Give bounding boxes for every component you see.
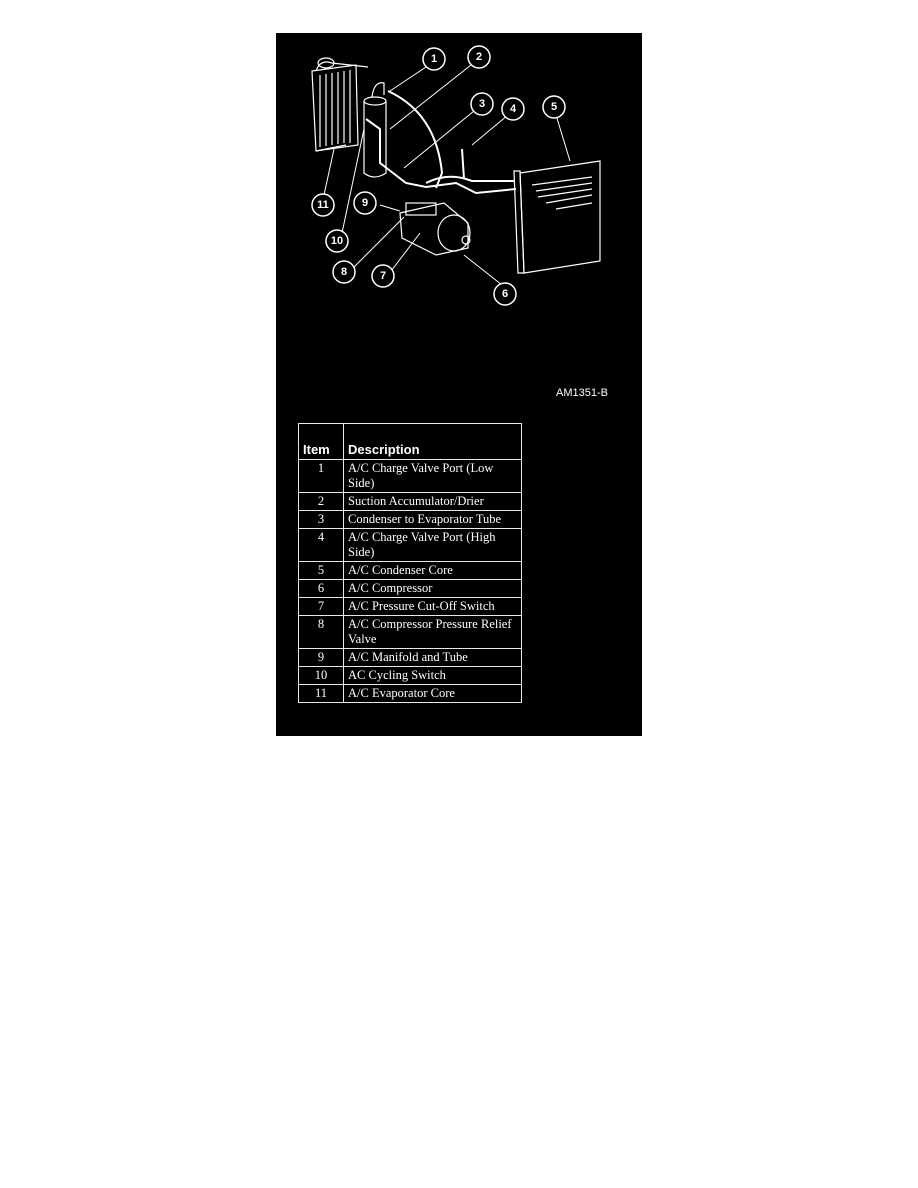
item-description: A/C Evaporator Core <box>343 684 522 703</box>
item-number: 1 <box>298 459 344 493</box>
svg-text:2: 2 <box>476 51 482 63</box>
callout-8: 8 <box>332 260 356 284</box>
table-header-row: Item Description <box>298 423 522 460</box>
callout-10: 10 <box>325 229 349 253</box>
item-number: 3 <box>298 510 344 529</box>
item-number: 9 <box>298 648 344 667</box>
header-item: Item <box>298 423 344 460</box>
item-description: A/C Manifold and Tube <box>343 648 522 667</box>
svg-text:10: 10 <box>331 235 343 247</box>
item-number: 5 <box>298 561 344 580</box>
item-description: Suction Accumulator/Drier <box>343 492 522 511</box>
item-number: 4 <box>298 528 344 562</box>
svg-text:8: 8 <box>341 266 347 278</box>
callout-5: 5 <box>542 95 566 119</box>
figure-panel: 1 2 3 4 5 6 7 8 9 10 11 AM1351-B Item De… <box>276 33 642 736</box>
item-number: 7 <box>298 597 344 616</box>
item-description: A/C Condenser Core <box>343 561 522 580</box>
item-description: A/C Charge Valve Port (High Side) <box>343 528 522 562</box>
item-number: 10 <box>298 666 344 685</box>
item-number: 11 <box>298 684 344 703</box>
figure-id-label: AM1351-B <box>556 387 608 399</box>
item-description: Condenser to Evaporator Tube <box>343 510 522 529</box>
item-description: A/C Compressor <box>343 579 522 598</box>
callout-3: 3 <box>470 92 494 116</box>
svg-text:5: 5 <box>551 101 557 113</box>
item-number: 6 <box>298 579 344 598</box>
accumulator-drawing <box>363 82 387 178</box>
header-description: Description <box>343 423 522 460</box>
item-description: A/C Compressor Pressure Relief Valve <box>343 615 522 649</box>
svg-text:1: 1 <box>431 53 437 65</box>
svg-text:11: 11 <box>317 199 329 211</box>
callout-1: 1 <box>422 47 446 71</box>
evaporator-core-drawing <box>311 57 369 152</box>
item-number: 8 <box>298 615 344 649</box>
callout-9: 9 <box>353 191 377 215</box>
ac-system-diagram: 1 2 3 4 5 6 7 8 9 10 11 <box>311 45 601 306</box>
callout-bubbles: 1 2 3 4 5 6 7 8 9 10 11 <box>311 45 566 306</box>
svg-text:7: 7 <box>380 270 386 282</box>
callout-4: 4 <box>501 97 525 121</box>
condenser-drawing <box>513 160 601 274</box>
svg-text:3: 3 <box>479 98 485 110</box>
item-description: AC Cycling Switch <box>343 666 522 685</box>
item-description: A/C Charge Valve Port (Low Side) <box>343 459 522 493</box>
svg-text:9: 9 <box>362 197 368 209</box>
item-description: A/C Pressure Cut-Off Switch <box>343 597 522 616</box>
item-number: 2 <box>298 492 344 511</box>
callout-11: 11 <box>311 193 335 217</box>
compressor-drawing <box>399 202 471 256</box>
svg-text:4: 4 <box>510 103 517 115</box>
callout-2: 2 <box>467 45 491 69</box>
svg-text:6: 6 <box>502 288 508 300</box>
callout-6: 6 <box>493 282 517 306</box>
callout-7: 7 <box>371 264 395 288</box>
